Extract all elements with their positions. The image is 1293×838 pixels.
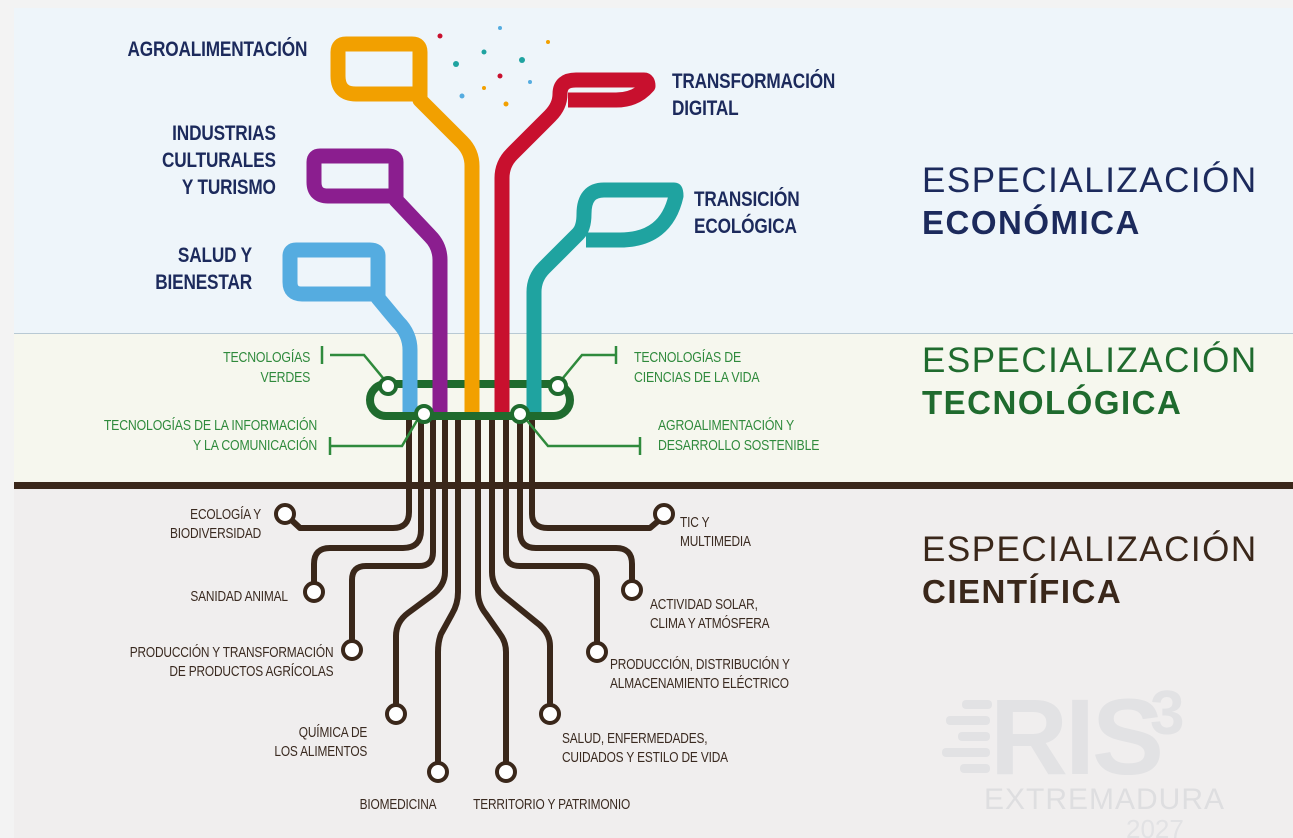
heading-tech-line1: ESPECIALIZACIÓN — [922, 341, 1258, 380]
logo-year: 2027 — [1126, 814, 1184, 838]
heading-sci-line2: CIENTÍFICA — [922, 573, 1123, 610]
heading-tech-line2: TECNOLÓGICA — [922, 384, 1183, 421]
root-sanidad — [311, 485, 424, 587]
tech-connectors — [320, 346, 642, 455]
root-solar — [517, 485, 635, 585]
root-territorio — [475, 485, 509, 766]
root-ecologia — [282, 485, 412, 531]
heading-econ-line1: ESPECIALIZACIÓN — [922, 161, 1258, 200]
branches — [282, 36, 684, 412]
scientific-band — [14, 483, 1293, 838]
technological-band — [14, 333, 1293, 483]
root-salud — [489, 485, 553, 706]
logo-subtitle: EXTREMADURA — [984, 783, 1226, 816]
root-biomedicina — [435, 485, 461, 766]
heading-sci-line1: ESPECIALIZACIÓN — [922, 530, 1258, 569]
logo-ris: RIS — [990, 676, 1164, 797]
root-tic — [529, 485, 667, 531]
branch-digital — [494, 72, 656, 412]
label-salud-enfermedades: SALUD, ENFERMEDADES,CUIDADOS Y ESTILO DE… — [562, 731, 728, 766]
label-agroalimentacion: AGROALIMENTACIÓN — [127, 38, 307, 61]
label-biomedicina: BIOMEDICINA — [359, 797, 437, 813]
rail-nodes — [378, 376, 568, 424]
root-produccion — [349, 485, 436, 643]
label-actividad-solar: ACTIVIDAD SOLAR,CLIMA Y ATMÓSFERA — [650, 597, 770, 632]
label-territorio: TERRITORIO Y PATRIMONIO — [473, 797, 631, 813]
band-divider — [14, 333, 1293, 334]
root-electrico — [503, 485, 600, 645]
economic-band — [14, 8, 1293, 333]
branch-agro — [330, 36, 480, 412]
confetti-dots — [437, 26, 550, 107]
root-quimica — [393, 485, 448, 708]
branch-salud — [282, 242, 418, 412]
label-sanidad-animal: SANIDAD ANIMAL — [190, 589, 289, 605]
logo-superscript: 3 — [1150, 679, 1185, 748]
root-terminals — [274, 503, 675, 783]
roots — [282, 417, 667, 766]
branch-ecologica — [526, 182, 684, 412]
heading-econ-line2: ECONÓMICA — [922, 204, 1141, 241]
branch-cultural — [306, 148, 448, 412]
ground-line — [14, 482, 1293, 489]
